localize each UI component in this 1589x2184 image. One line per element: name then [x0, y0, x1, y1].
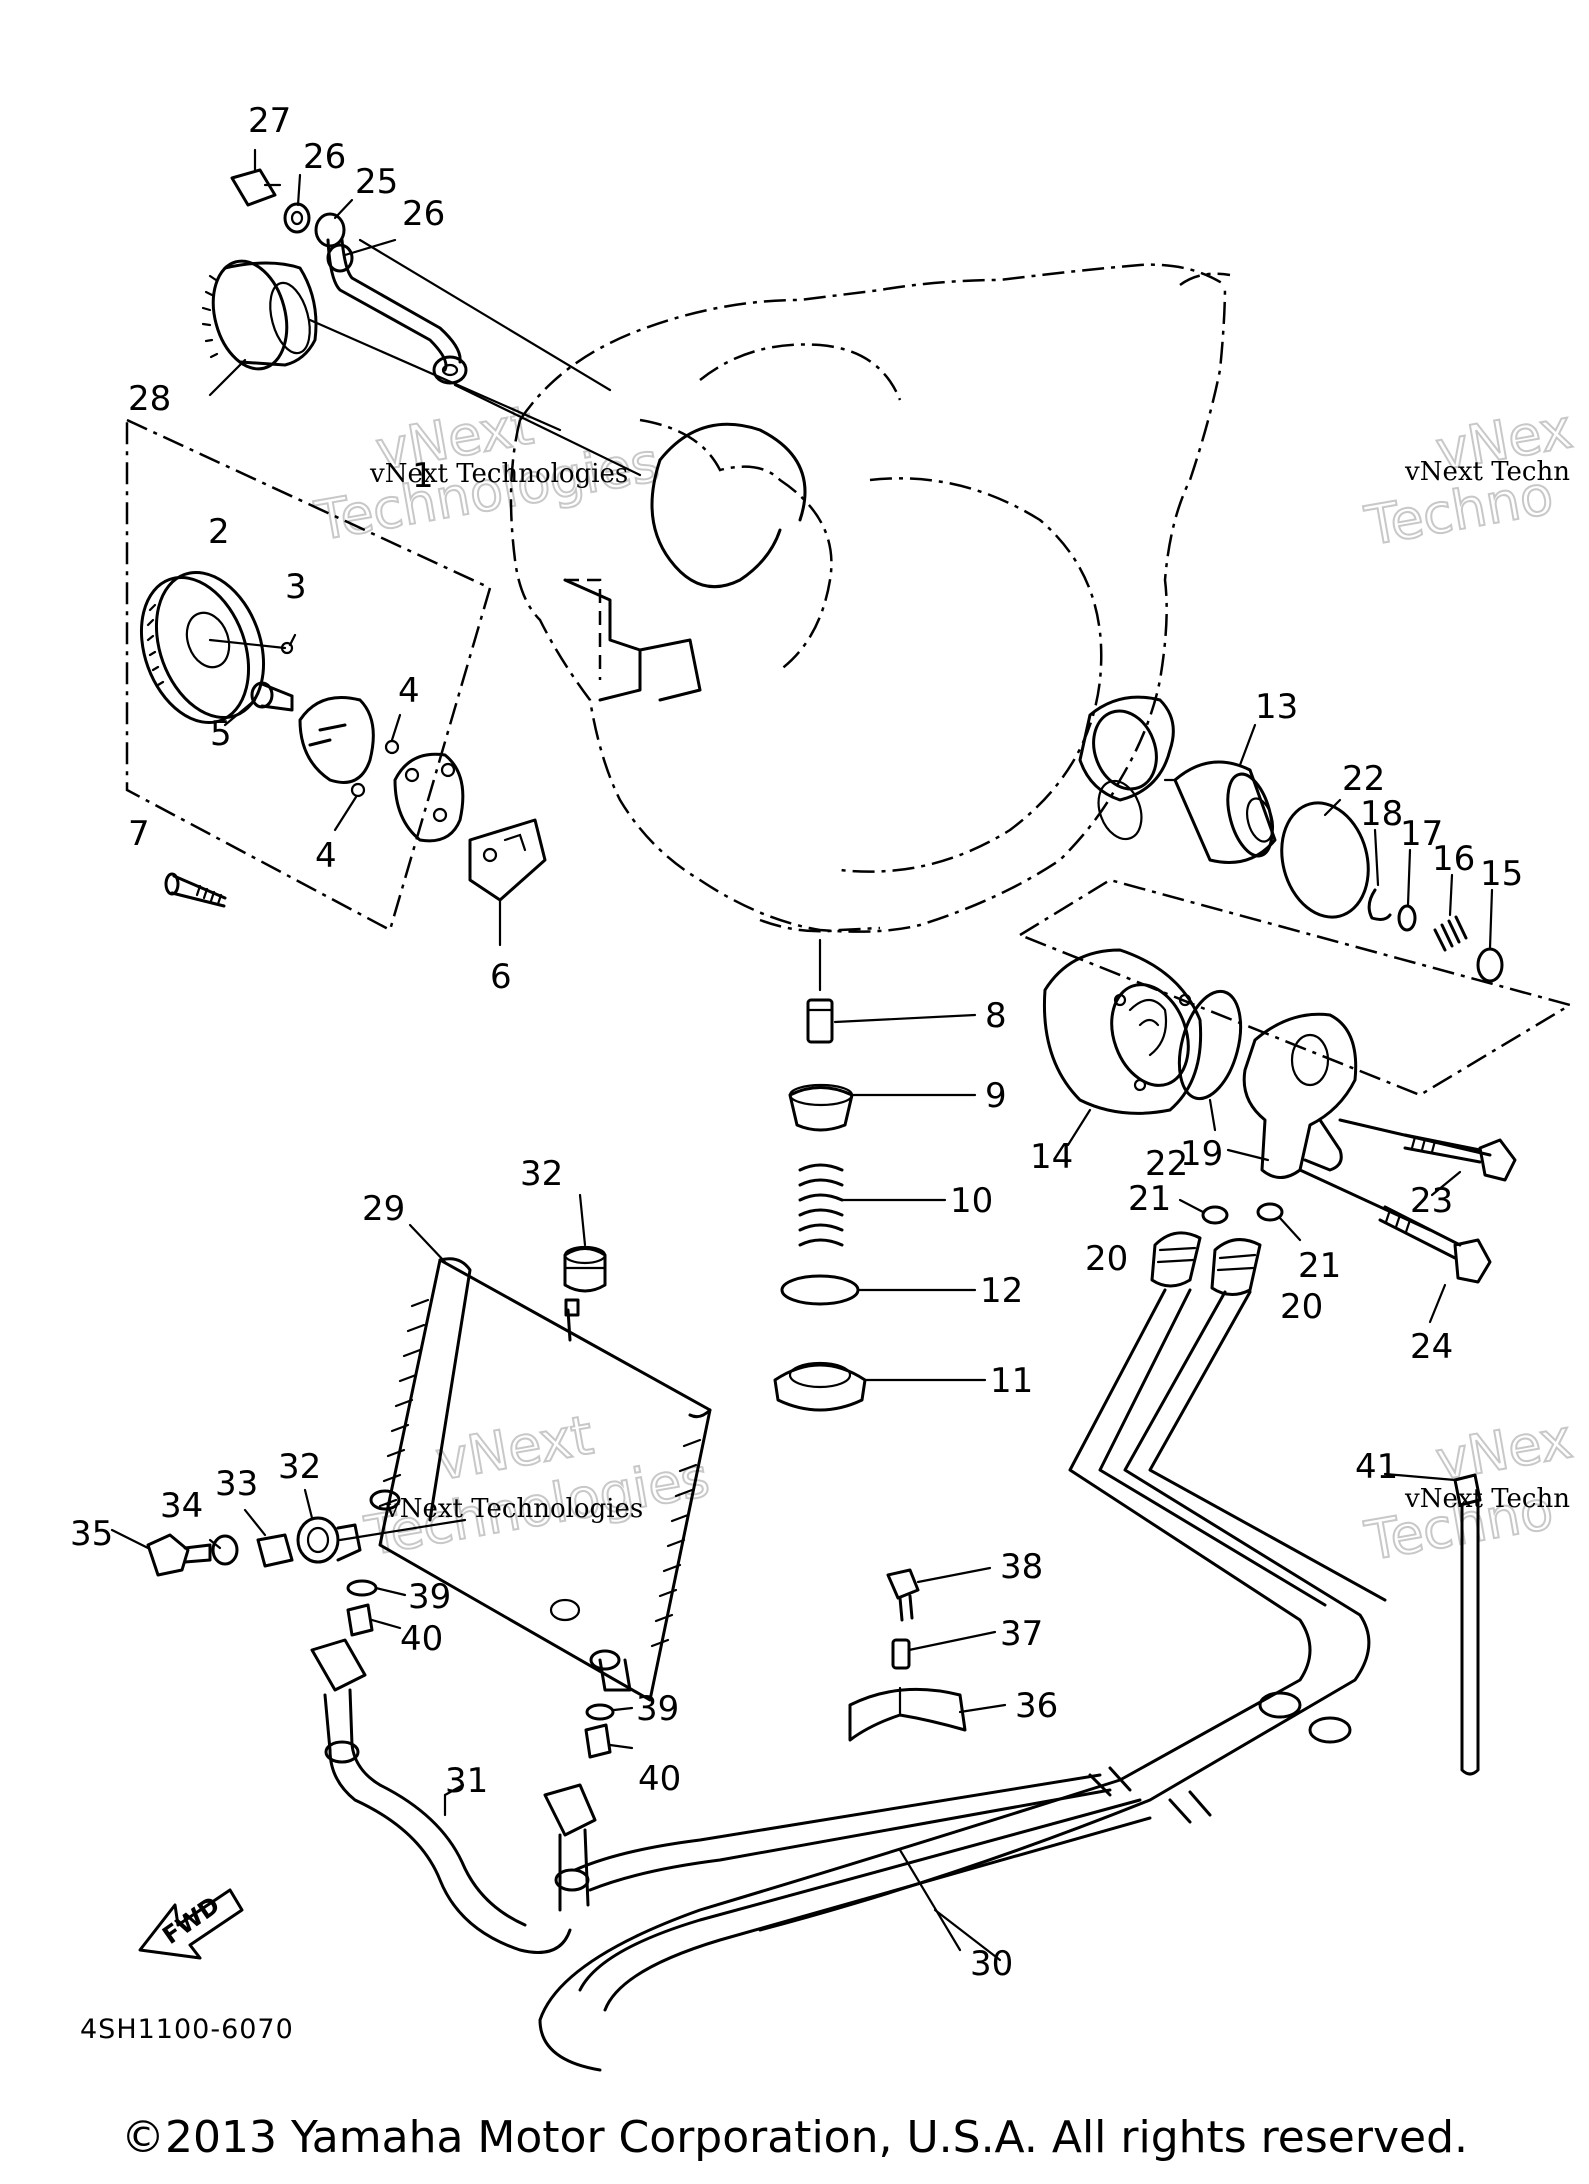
part-label: 4	[398, 671, 420, 711]
watermark-text: vNext Technologies	[384, 1494, 643, 1524]
part-label: 20	[1085, 1239, 1128, 1279]
part-label: 19	[1180, 1134, 1223, 1174]
part-label: 12	[980, 1271, 1023, 1311]
part-labels: 1 2 3 4 4 5 6 7 8 9 10 11 12 13 14 15 16…	[70, 101, 1523, 1984]
hose-fittings	[1150, 1202, 1284, 1296]
watermark-text: vNext Technologies	[369, 459, 628, 489]
label-leaders	[110, 148, 1494, 1962]
part-label: 21	[1128, 1179, 1171, 1219]
part-label: 28	[128, 379, 171, 419]
part-label: 32	[520, 1154, 563, 1194]
part-label: 18	[1360, 794, 1403, 834]
part-label: 40	[638, 1759, 681, 1799]
fwd-arrow: FWD	[138, 1888, 244, 1960]
part-label: 27	[248, 101, 291, 141]
drawing-code: 4SH1100-6070	[80, 2014, 294, 2045]
part-label: 39	[408, 1577, 451, 1617]
part-label: 21	[1298, 1246, 1341, 1286]
part-label: 8	[985, 996, 1007, 1036]
drive-gear-2	[139, 570, 266, 725]
part-label: 10	[950, 1181, 993, 1221]
part-label: 37	[1000, 1614, 1043, 1654]
part-label: 33	[215, 1464, 258, 1504]
part-label: 31	[445, 1761, 488, 1801]
oil-hose-31	[310, 1638, 597, 1954]
part-label: 5	[210, 714, 232, 754]
part-label: 34	[160, 1486, 203, 1526]
part-label: 20	[1280, 1287, 1323, 1327]
part-label: 41	[1355, 1447, 1398, 1487]
part-label: 29	[362, 1189, 405, 1229]
part-label: 11	[990, 1361, 1033, 1401]
part-label: 15	[1480, 854, 1523, 894]
strainer-group	[773, 938, 987, 1412]
part-label: 1	[412, 456, 434, 496]
bolts-23-24	[1298, 1118, 1517, 1284]
part-label: 32	[278, 1447, 321, 1487]
part-label: 13	[1255, 687, 1298, 727]
part-label: 9	[985, 1076, 1007, 1116]
part-label: 7	[128, 814, 150, 854]
part-label: 22	[1145, 1144, 1188, 1184]
part-label: 26	[402, 194, 445, 234]
part-label: 26	[303, 137, 346, 177]
part-label: 36	[1015, 1686, 1058, 1726]
clamp-group	[848, 1566, 1007, 1742]
part-label: 16	[1432, 839, 1475, 879]
part-label: 3	[285, 567, 307, 607]
part-label: 25	[355, 162, 398, 202]
oil-pipe-group	[201, 168, 642, 477]
part-label: 2	[208, 512, 230, 552]
watermark-text: vNext Techn	[1404, 1484, 1570, 1514]
copyright-notice: ©2013 Yamaha Motor Corporation, U.S.A. A…	[121, 2112, 1468, 2163]
cooler-mount-bolt	[146, 1516, 634, 1759]
part-label: 17	[1400, 814, 1443, 854]
part-label: 24	[1410, 1327, 1453, 1367]
part-label: 6	[490, 957, 512, 997]
fwd-label: FWD	[157, 1891, 225, 1950]
part-label: 4	[315, 836, 337, 876]
cable-tie-41	[1383, 1472, 1482, 1776]
part-label: 38	[1000, 1547, 1043, 1587]
part-label: 40	[400, 1619, 443, 1659]
bolt-7	[164, 872, 227, 908]
screw-5	[250, 681, 294, 712]
part-label: 22	[1342, 759, 1385, 799]
oil-cooler-29	[369, 1245, 712, 1702]
part-label: 14	[1030, 1137, 1073, 1177]
part-label: 35	[70, 1514, 113, 1554]
oil-hose-30	[538, 1288, 1387, 2072]
part-label: 30	[970, 1944, 1013, 1984]
oil-filter-group	[1017, 695, 1574, 1179]
watermark-text: vNext Techn	[1404, 457, 1570, 487]
gear-28	[201, 259, 318, 371]
part-label: 23	[1410, 1181, 1453, 1221]
part-label: 39	[636, 1689, 679, 1729]
crankcase-cover	[509, 263, 1231, 933]
